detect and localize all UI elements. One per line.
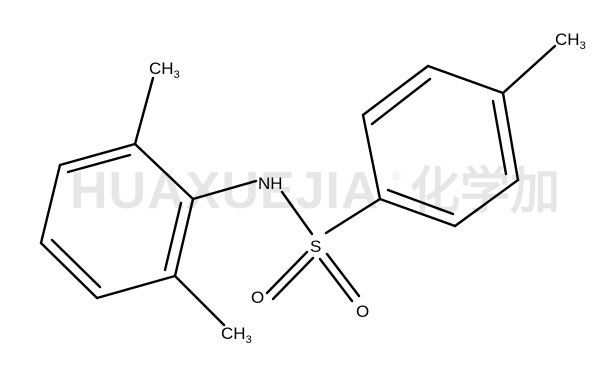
bond [58,142,137,167]
left-benzene-ring [39,142,195,300]
bond [378,197,457,228]
bond-double-inner [491,99,508,176]
bond-s-o-right-1 [318,257,354,303]
bond-methyl-right [501,44,557,95]
bond [173,197,195,278]
bond-methyl-top [133,76,155,146]
right-benzene-ring [361,64,520,228]
label-ch3-top-right: CH3 [555,30,586,52]
bond [133,142,195,201]
bond-s-o-left-1 [265,250,309,295]
watermark: HUAXUEJIA ® 化学加 [70,162,560,220]
bond [501,91,520,182]
bond-double-inner [370,77,432,126]
label-ch3-top-left: CH3 [149,59,180,81]
bond [426,64,505,95]
bond [39,241,99,300]
bond-double-inner [386,188,455,216]
label-nh: NH [258,174,283,193]
watermark-cjk: 化学加 [410,162,560,220]
bond-s-o-left-2 [271,256,315,301]
bond-double-inner [66,153,132,174]
bond-c-n [191,179,258,201]
bond [361,113,382,201]
label-oxygen-left: O [251,288,264,307]
bond-double-inner [50,238,102,289]
label-ch3-bottom-left: CH3 [221,324,252,346]
watermark-registered-symbol: ® [392,169,401,183]
bond [361,64,430,117]
bond [453,178,520,228]
bond [39,163,62,245]
bond-double-inner [163,201,183,272]
bond-s-aryl [324,197,382,235]
label-sulfur: S [310,237,321,256]
bond-methyl-bottom [173,274,226,327]
bond-n-s [280,190,314,236]
bond [95,274,177,300]
bond-s-o-right-2 [325,252,361,298]
label-oxygen-right: O [356,302,369,321]
